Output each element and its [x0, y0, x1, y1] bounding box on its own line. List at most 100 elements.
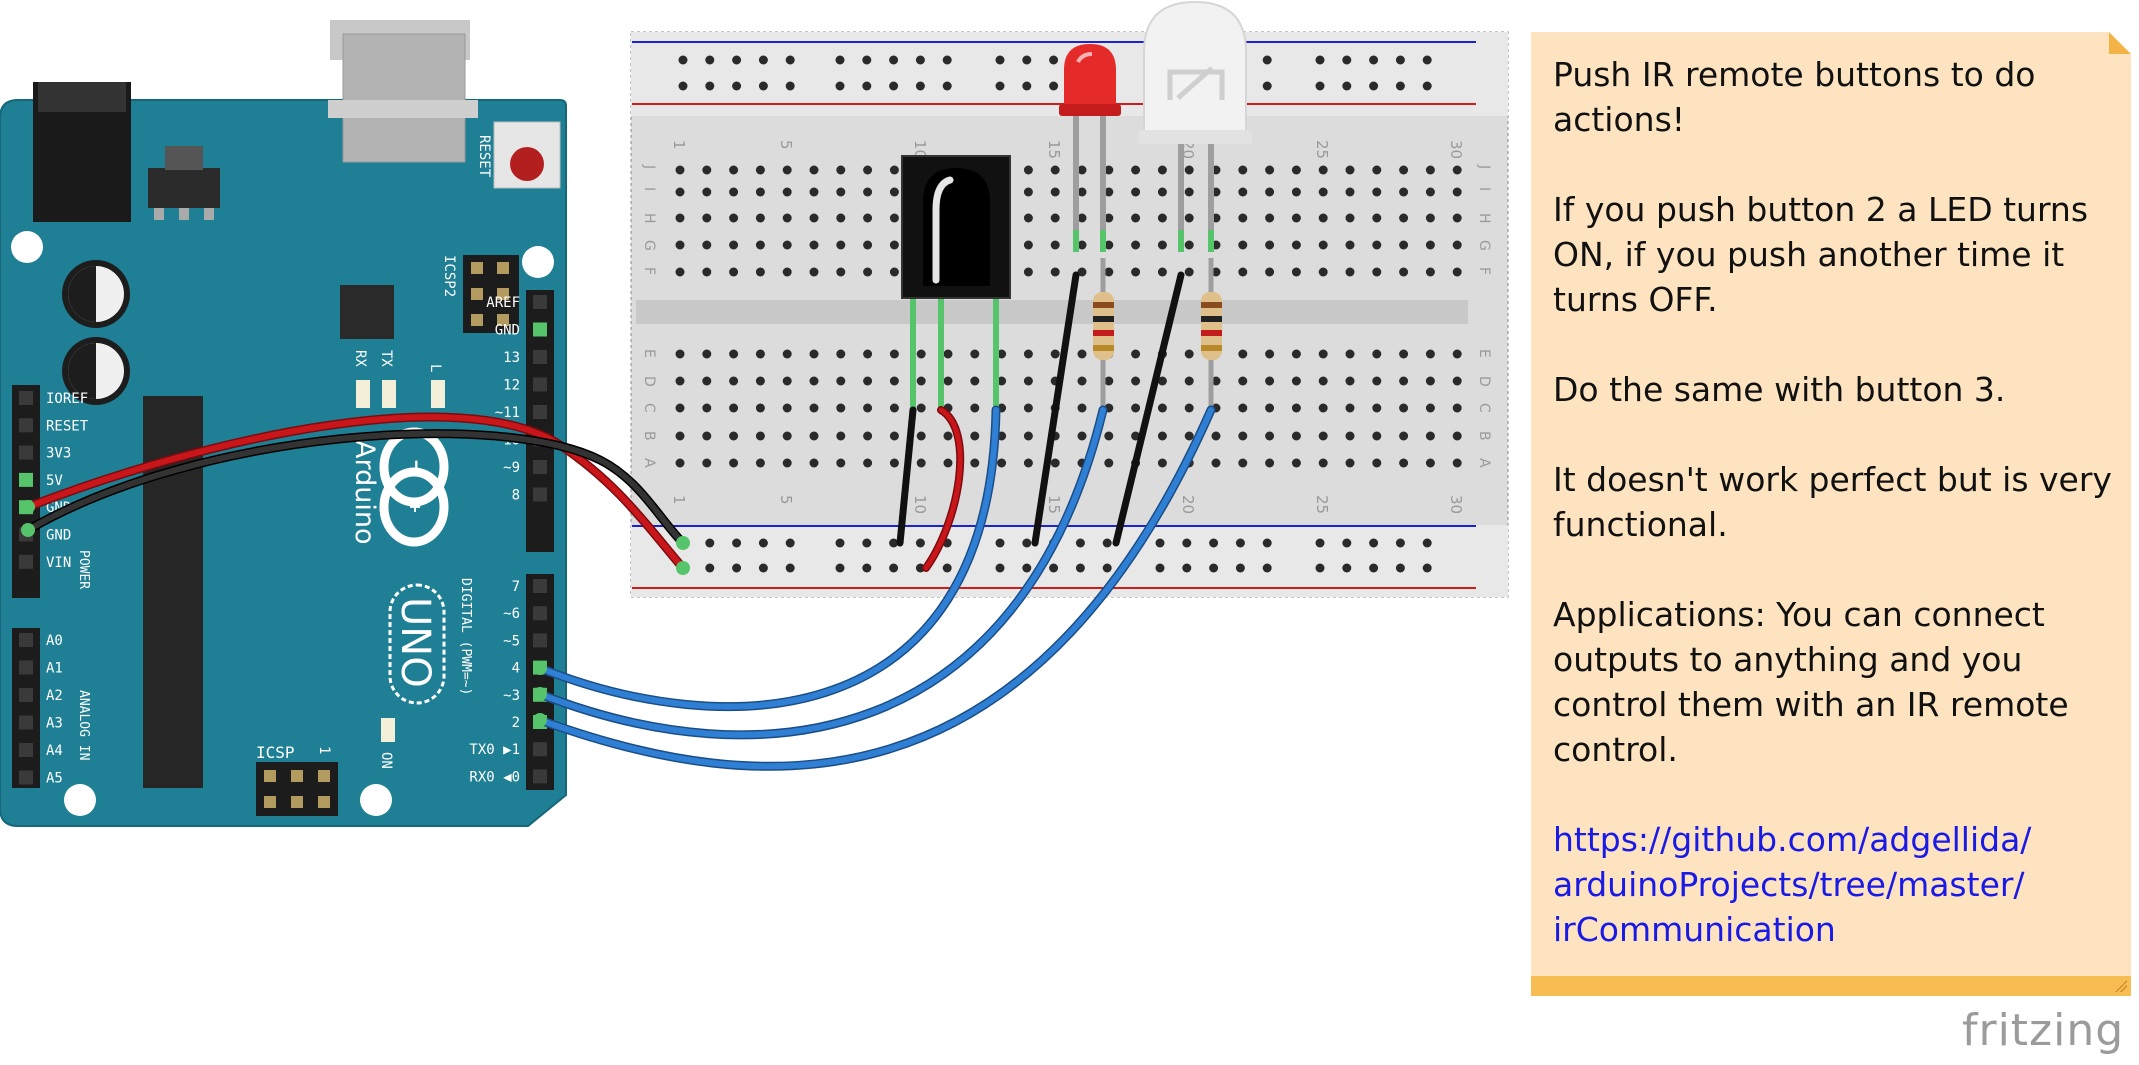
rail-hole [889, 55, 899, 65]
breadboard-hole [1372, 349, 1382, 359]
pin-label: ~9 [503, 460, 520, 476]
voltage-regulator [148, 168, 220, 208]
breadboard-hole [1238, 240, 1248, 250]
breadboard-column-number: 1 [670, 495, 688, 505]
wire-ir-gnd [896, 406, 917, 547]
breadboard-hole [729, 376, 739, 386]
breadboard-hole [1211, 376, 1221, 386]
breadboard-column-number: 10 [911, 495, 929, 514]
resistor-2 [1201, 258, 1222, 410]
breadboard-hole [1157, 165, 1167, 175]
breadboard-row-letter: D [641, 376, 657, 387]
breadboard-hole [1399, 349, 1409, 359]
breadboard-hole [1345, 403, 1355, 413]
rail-hole [862, 81, 872, 91]
github-link[interactable]: https://github.com/adgellida/ arduinoPro… [1553, 817, 2123, 952]
breadboard-hole [755, 240, 765, 250]
breadboard-hole [1318, 165, 1328, 175]
rail-hole [1369, 55, 1379, 65]
breadboard-row-letter: G [641, 240, 657, 251]
breadboard-hole [1050, 349, 1060, 359]
breadboard-hole [1157, 376, 1167, 386]
breadboard-hole [675, 349, 685, 359]
rail-hole [889, 538, 899, 548]
github-link-line-1[interactable]: https://github.com/adgellida/ [1553, 820, 2032, 859]
breadboard-hole [1265, 213, 1275, 223]
breadboard-hole [675, 187, 685, 197]
analog-header [12, 628, 40, 788]
breadboard-hole [1184, 187, 1194, 197]
breadboard-hole [1345, 458, 1355, 468]
breadboard-hole [702, 213, 712, 223]
header-pin [533, 579, 547, 593]
rail-hole [1315, 81, 1325, 91]
breadboard-hole [1131, 376, 1141, 386]
rail-hole [1209, 538, 1219, 548]
breadboard-hole [1318, 240, 1328, 250]
breadboard-hole [729, 165, 739, 175]
breadboard-hole [1372, 458, 1382, 468]
breadboard-hole [1157, 240, 1167, 250]
breadboard-hole [1345, 349, 1355, 359]
breadboard-hole [1238, 187, 1248, 197]
rail-hole [862, 538, 872, 548]
breadboard-hole [836, 376, 846, 386]
breadboard-hole [1077, 403, 1087, 413]
breadboard-row-letter: C [1476, 403, 1492, 413]
breadboard-hole [863, 267, 873, 277]
rail-hole [862, 563, 872, 573]
breadboard-hole [1265, 431, 1275, 441]
pin-label: ~6 [503, 606, 520, 622]
rail-hole [1422, 563, 1432, 573]
breadboard-hole [702, 165, 712, 175]
rail-hole [995, 538, 1005, 548]
arduino-brand-label: Arduino [349, 440, 380, 544]
breadboard-row-letter: H [1476, 213, 1492, 224]
breadboard-hole [1265, 240, 1275, 250]
note-resize-grip-icon[interactable] [2115, 980, 2127, 992]
rail-hole [1075, 563, 1085, 573]
breadboard-row-letter: A [1476, 458, 1492, 468]
pin-label: A0 [46, 633, 63, 649]
breadboard-column-number: 15 [1045, 495, 1063, 514]
sticky-note: Push IR remote buttons to do actions! If… [1531, 32, 2131, 996]
breadboard-hole [1077, 431, 1087, 441]
rail-hole [915, 563, 925, 573]
breadboard-hole [1291, 213, 1301, 223]
breadboard-hole [1425, 403, 1435, 413]
pin-label: RX0 ◀0 [469, 769, 520, 785]
pin-label: 3V3 [46, 446, 71, 462]
rail-hole [1182, 538, 1192, 548]
breadboard-hole [1077, 376, 1087, 386]
uno-label: UNO [392, 597, 438, 688]
pin-label: GND [46, 528, 71, 544]
rail-hole [705, 563, 715, 573]
icsp-pin-label: 1 [316, 746, 332, 754]
breadboard-hole [1023, 165, 1033, 175]
breadboard-hole [889, 240, 899, 250]
github-link-line-3[interactable]: irCommunication [1553, 910, 1836, 949]
breadboard-hole [836, 458, 846, 468]
breadboard-column-number: 30 [1447, 495, 1465, 514]
rail-hole [1262, 563, 1272, 573]
breadboard-hole [1265, 165, 1275, 175]
breadboard-hole [1238, 403, 1248, 413]
breadboard-hole [1104, 213, 1114, 223]
breadboard-hole [1023, 403, 1033, 413]
breadboard-hole [997, 458, 1007, 468]
breadboard-hole [1425, 431, 1435, 441]
breadboard-hole [997, 376, 1007, 386]
breadboard-hole [1399, 165, 1409, 175]
rail-hole [732, 563, 742, 573]
header-pin [19, 688, 33, 702]
header-pin [533, 405, 547, 419]
white-led [1138, 0, 1252, 252]
rail-hole [995, 55, 1005, 65]
pin-label: GND [495, 323, 520, 339]
breadboard-hole [1291, 403, 1301, 413]
breadboard-hole [943, 349, 953, 359]
github-link-line-2[interactable]: arduinoProjects/tree/master/ [1553, 865, 2025, 904]
breadboard-row-letter: B [641, 431, 657, 441]
breadboard-hole [1077, 240, 1087, 250]
